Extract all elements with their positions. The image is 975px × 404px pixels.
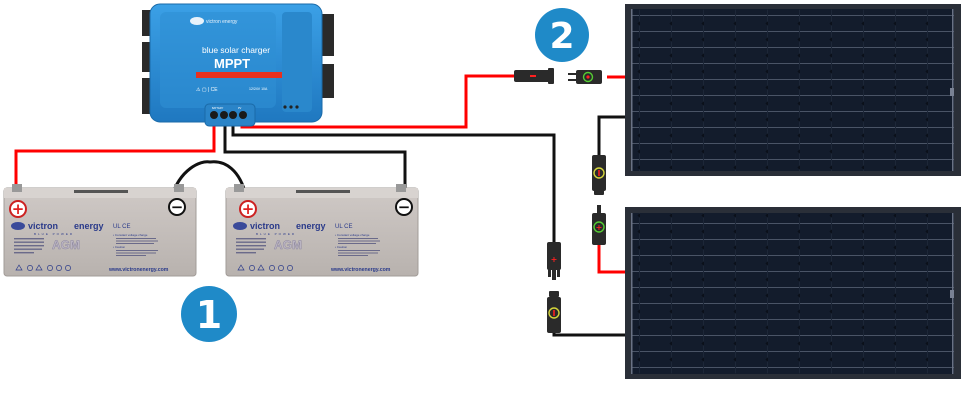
mppt-title: MPPT [214, 56, 250, 71]
wire-panel1-negative [597, 115, 626, 155]
mppt-cert-marks: ⚠ ▢ | CE [196, 87, 218, 93]
mppt-brand-text: victron energy [206, 19, 238, 25]
wire-panel2-negative [552, 333, 626, 337]
battery-type: AGM [52, 238, 80, 252]
mc4-connector-female-panel2-negative[interactable] [547, 291, 561, 333]
battery-brand2: energy [74, 221, 104, 231]
wire-battery-series-link [170, 160, 248, 197]
mc4-connector-female-pv-positive[interactable] [514, 68, 554, 84]
led-indicator [295, 105, 299, 109]
negative-terminal-icon [168, 198, 186, 216]
connector-plus-mark: + [596, 223, 603, 232]
junction-box [950, 88, 954, 96]
battery-terminal-pos [12, 184, 22, 192]
junction-box [950, 290, 954, 298]
heatsink-fin [320, 14, 334, 56]
positive-terminal-icon [9, 200, 27, 218]
wire-panel2-positive [597, 245, 626, 274]
battery-body [3, 187, 197, 277]
connector-plus-mark: + [551, 255, 558, 264]
battery-cert: UL CE [335, 224, 352, 230]
negative-symbol: − [398, 198, 411, 216]
terminal-battery-negative[interactable] [220, 111, 228, 119]
badge-circle [181, 286, 237, 342]
battery-charge-lines [338, 238, 380, 244]
battery-website: www.victronenergy.com [330, 267, 391, 273]
battery-brand2: energy [296, 221, 326, 231]
terminal-battery-positive[interactable] [210, 111, 218, 119]
battery-type: AGM [274, 238, 302, 252]
mppt-red-stripe [196, 72, 282, 78]
battery-safety-icons [15, 264, 71, 271]
badge-1: 1 [181, 286, 237, 342]
terminal-pv-negative[interactable] [229, 111, 237, 119]
battery-spec-lines [236, 238, 266, 254]
mppt-side-panel [282, 12, 312, 112]
battery-website: www.victronenergy.com [108, 267, 169, 273]
victron-logo-icon [11, 222, 25, 230]
badge-circle [535, 8, 589, 62]
battery-terminal-neg [396, 184, 406, 192]
solar-panel-2[interactable] [625, 207, 961, 379]
victron-logo: victron energy [190, 17, 238, 25]
mc4-connector-male-pv-negative[interactable]: + [547, 242, 561, 280]
mppt-charger[interactable]: victron energy blue solar charger MPPT ⚠… [142, 3, 334, 127]
battery-brand: victron [28, 221, 58, 231]
mc4-connector-female-panel1-negative[interactable] [592, 155, 606, 195]
panel-cells [631, 213, 954, 374]
battery-caution-lines [338, 250, 380, 256]
badge-number: 2 [549, 16, 574, 57]
battery-2[interactable]: + − victron energy BLUE POWER AGM UL CE … [225, 184, 419, 277]
mppt-line1: blue solar charger [202, 45, 270, 55]
negative-terminal-icon [395, 198, 413, 216]
victron-logo-icon [233, 222, 247, 230]
mppt-front-panel [160, 12, 276, 108]
badge-number: 1 [196, 293, 222, 337]
positive-symbol: + [242, 200, 255, 218]
led-indicator [289, 105, 293, 109]
positive-terminal-icon [239, 200, 257, 218]
panel-cells [631, 9, 954, 171]
panel-busbar [631, 9, 633, 171]
wire-pv-negative [231, 120, 556, 242]
battery-terminal-neg [174, 184, 184, 192]
terminal-pv-positive[interactable] [239, 111, 247, 119]
battery-charge-title: • Constant voltage charge [335, 233, 370, 237]
terminal-label-battery: BATTERY [212, 107, 224, 110]
wire-battery-negative [223, 120, 407, 188]
battery-sub: BLUE POWER [34, 232, 74, 236]
battery-vent [296, 190, 350, 193]
battery-charge-title: • Constant voltage charge [113, 233, 148, 237]
battery-caution-title: • Caution [113, 245, 126, 249]
battery-caution-title: • Caution [335, 245, 348, 249]
solar-panel-1[interactable] [625, 4, 961, 176]
battery-vent [74, 190, 128, 193]
battery-sub: BLUE POWER [256, 232, 296, 236]
battery-body [225, 187, 419, 277]
badge-2: 2 [535, 8, 589, 62]
heatsink-fin [320, 64, 334, 98]
battery-caution-lines [116, 250, 158, 256]
wire-battery-positive [14, 120, 216, 188]
mc4-connector-male-panel2-positive[interactable]: + [592, 205, 606, 245]
led-indicator [283, 105, 287, 109]
battery-terminal-pos [234, 184, 244, 192]
panel-busbar [631, 213, 633, 374]
positive-symbol: + [12, 200, 25, 218]
negative-symbol: − [171, 198, 184, 216]
mppt-spec: 12/24V 10A [249, 87, 268, 91]
battery-cert: UL CE [113, 224, 130, 230]
battery-brand: victron [250, 221, 280, 231]
battery-charge-lines [116, 238, 158, 244]
terminal-label-pv: PV [238, 107, 242, 110]
battery-spec-lines [14, 238, 44, 254]
mc4-connector-male-panel1-positive[interactable] [568, 70, 602, 84]
battery-safety-icons [237, 264, 293, 271]
battery-1[interactable]: + − victron energy BLUE POWER AGM UL CE … [3, 184, 197, 277]
